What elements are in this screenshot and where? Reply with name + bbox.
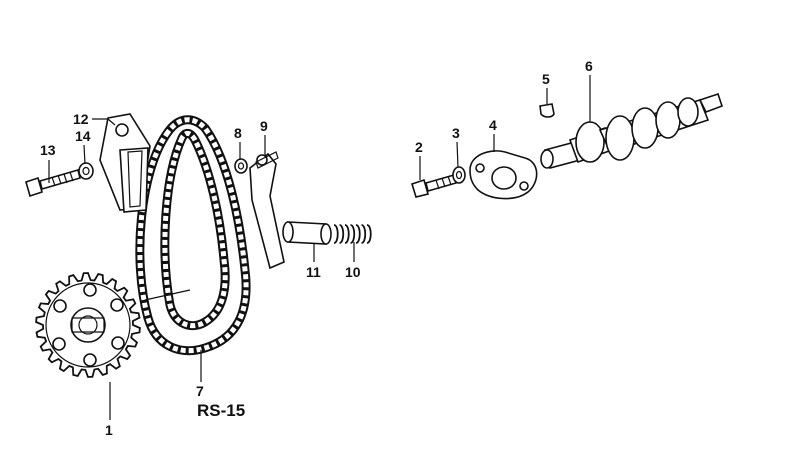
leader-lines — [48, 75, 591, 420]
callout-3: 3 — [452, 125, 460, 141]
callout-9: 9 — [260, 118, 268, 134]
tensioner-piston-part-11 — [282, 221, 332, 245]
callout-14: 14 — [75, 128, 91, 144]
callout-13: 13 — [40, 142, 56, 158]
washer-part-14 — [78, 162, 94, 180]
callout-1: 1 — [105, 422, 113, 438]
callout-7: 7 — [196, 383, 204, 399]
callout-labels: 1 2 3 4 5 6 7 8 9 10 11 12 13 14 RS-15 — [40, 58, 593, 438]
diagram-code: RS-15 — [197, 401, 245, 420]
callout-5: 5 — [542, 71, 550, 87]
callout-6: 6 — [585, 58, 593, 74]
woodruff-key-part-5 — [539, 103, 555, 118]
chain-guide-part-12 — [99, 113, 151, 213]
spring-part-10 — [333, 224, 372, 244]
callout-8: 8 — [234, 125, 242, 141]
bolt-part-2 — [411, 174, 457, 198]
callout-11: 11 — [306, 264, 321, 280]
callout-10: 10 — [345, 264, 361, 280]
camshaft-part-6 — [540, 92, 724, 169]
bolt-part-13 — [25, 169, 81, 198]
washer-part-3 — [452, 166, 466, 184]
callout-12: 12 — [73, 111, 89, 127]
timing-chain-part-7 — [135, 115, 251, 356]
washer-part-8 — [234, 158, 248, 174]
sprocket-part-1 — [35, 272, 141, 378]
callout-2: 2 — [415, 139, 423, 155]
tensioner-rail-part-9 — [249, 151, 285, 270]
flange-part-4 — [469, 150, 538, 200]
callout-4: 4 — [489, 117, 497, 133]
